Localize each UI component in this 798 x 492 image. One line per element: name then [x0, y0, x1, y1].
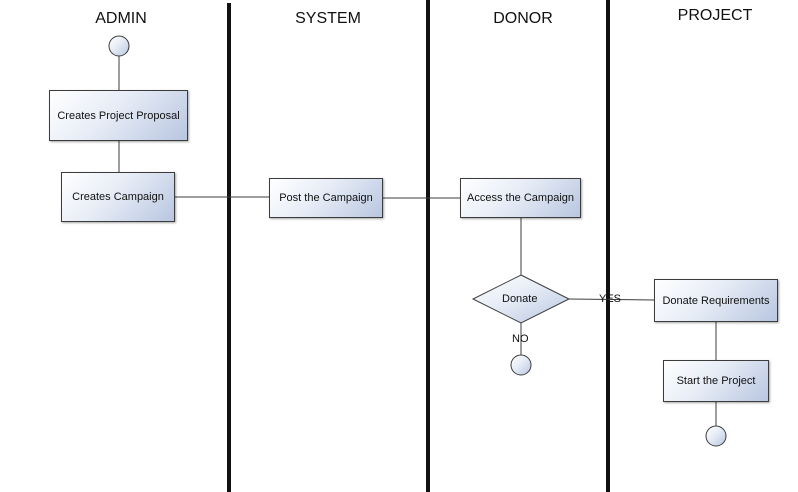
lane-title-project: PROJECT — [677, 7, 753, 24]
lane-title-admin: ADMIN — [95, 10, 147, 27]
no-label: NO — [512, 333, 529, 345]
donate-requirements-node: Donate Requirements — [654, 279, 778, 322]
start-project-node: Start the Project — [663, 360, 769, 402]
post-campaign-node: Post the Campaign — [269, 178, 383, 218]
yes-label: YES — [599, 293, 622, 305]
donate-decision-label: Donate — [502, 293, 538, 305]
access-campaign-node: Access the Campaign — [460, 178, 581, 218]
donor-end-node — [510, 354, 532, 376]
donate-decision-diamond — [471, 274, 571, 324]
lane-title-donor: DONOR — [493, 10, 553, 27]
edge-decision-yes — [568, 298, 655, 301]
start-node — [108, 35, 130, 57]
create-campaign-node: Creates Campaign — [61, 172, 175, 222]
project-end-node — [705, 425, 727, 447]
lane-title-system: SYSTEM — [295, 10, 361, 27]
create-proposal-node: Creates Project Proposal — [49, 90, 188, 141]
